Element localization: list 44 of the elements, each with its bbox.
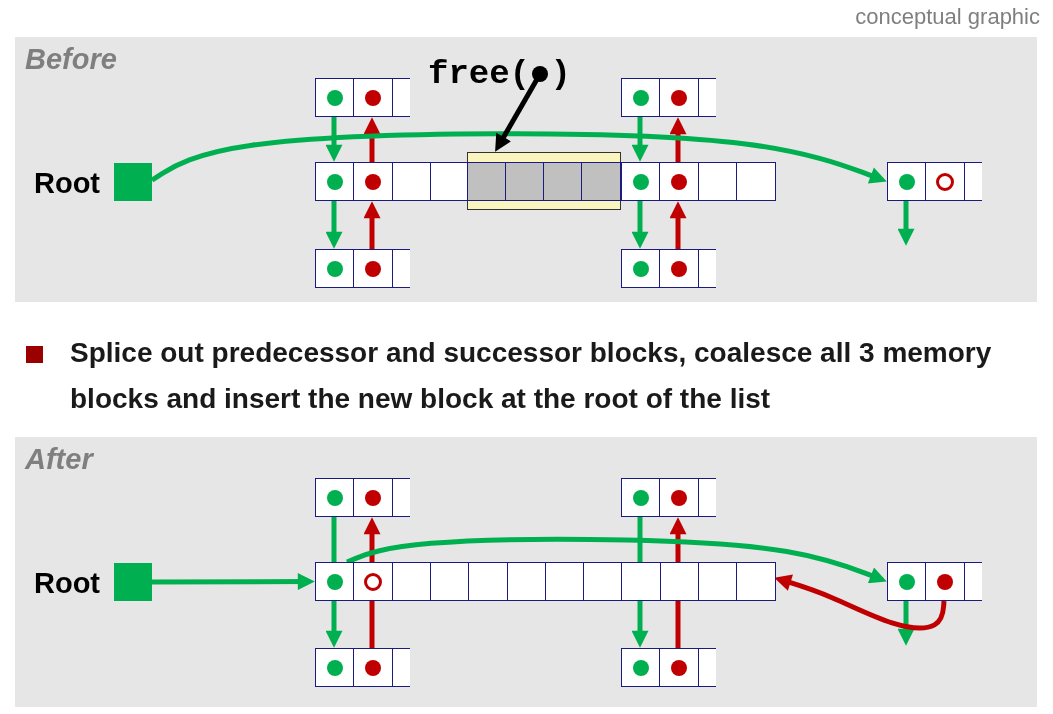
memory-block	[621, 478, 716, 517]
memory-block	[621, 162, 775, 201]
pointer-arrow	[495, 66, 548, 152]
panel-heading: Before	[25, 43, 117, 76]
pointer-arrow	[669, 517, 687, 562]
memory-block	[315, 478, 410, 517]
memory-block	[315, 78, 410, 117]
function-call-label: free( )	[428, 54, 574, 94]
pointer-arrow	[669, 117, 687, 162]
memory-block	[887, 162, 982, 201]
root-label: Root	[32, 566, 100, 601]
pointer-arrow	[363, 117, 381, 162]
pointer-arrow	[150, 131, 887, 184]
memory-block	[621, 648, 716, 687]
memory-block	[315, 162, 469, 201]
panel-heading: After	[25, 443, 93, 476]
pointer-arrow	[363, 201, 381, 249]
pointer-arrow	[631, 117, 649, 162]
memory-block	[621, 78, 716, 117]
pointer-arrow	[325, 201, 343, 249]
pointer-arrow	[346, 536, 887, 584]
pointer-arrow	[897, 601, 915, 646]
memory-block	[315, 249, 410, 288]
root-pointer-square	[114, 163, 152, 201]
root-label: Root	[32, 166, 100, 201]
pointer-arrow	[631, 201, 649, 249]
pointer-arrow	[897, 201, 915, 246]
bullet-text: Splice out predecessor and successor blocks, coalesce all 3 memory blocks and insert the new block at the root of the list	[70, 336, 993, 416]
pointer-arrow	[325, 601, 343, 648]
root-pointer-square	[114, 563, 152, 601]
pointer-arrow	[669, 201, 687, 249]
memory-block	[621, 249, 716, 288]
memory-block	[887, 562, 982, 601]
pointer-arrow	[774, 574, 947, 631]
panel-background	[15, 437, 1037, 707]
memory-block	[315, 562, 775, 601]
pointer-arrow	[631, 601, 649, 648]
pointer-arrow	[325, 117, 343, 162]
panel-background	[15, 37, 1037, 302]
note-label: conceptual graphic	[854, 3, 1040, 31]
memory-block	[315, 648, 410, 687]
pointer-arrow	[363, 517, 381, 562]
pointer-arrow	[152, 573, 315, 591]
freed-block	[467, 152, 621, 210]
